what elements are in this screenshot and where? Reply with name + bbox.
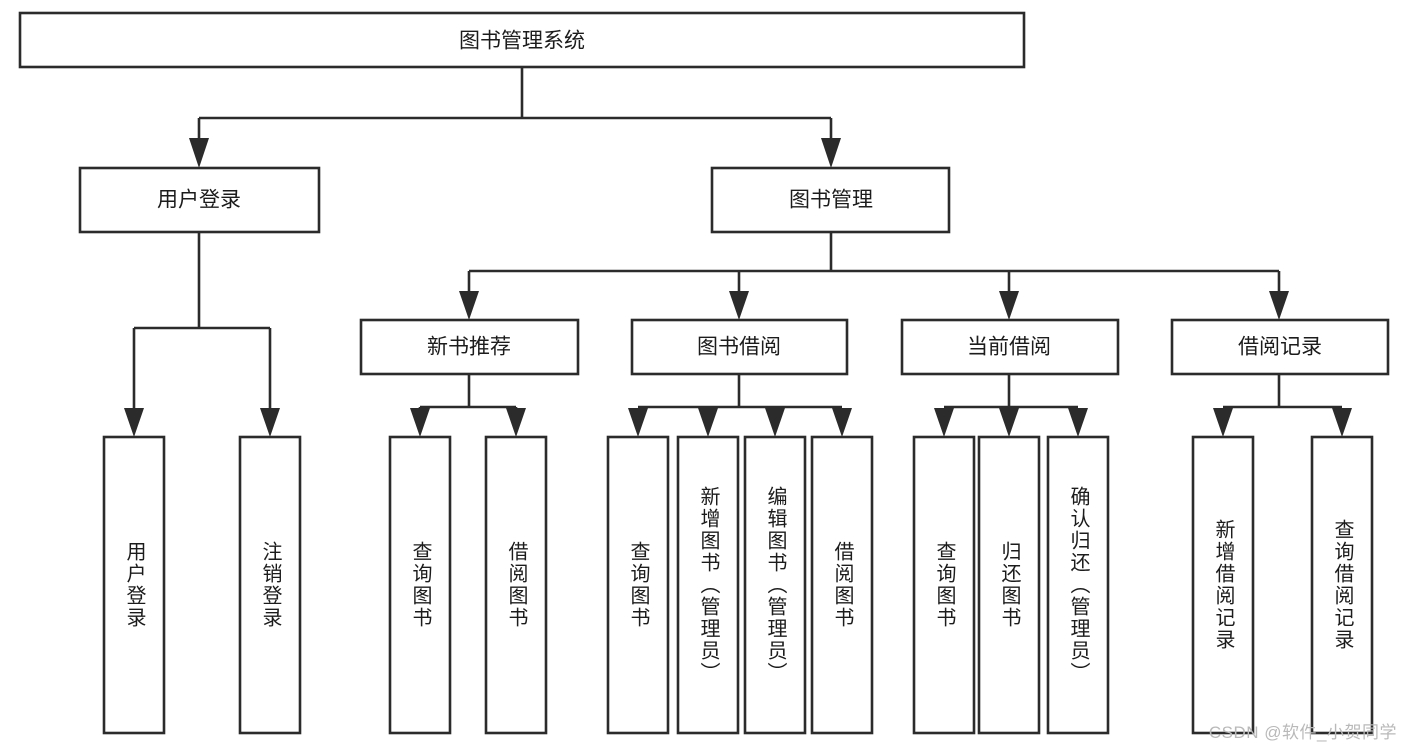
node-current-borrow-label: 当前借阅 [967, 336, 1051, 359]
leaf-box-book-borrow-3[interactable] [743, 435, 807, 735]
leaf-boxes [102, 435, 1374, 735]
arrow-head-userlogin-leaf1 [124, 408, 144, 437]
node-book-management-box[interactable] [710, 166, 951, 234]
arrow-head-bookborrow-l3 [765, 408, 785, 437]
arrow-head-borrowrecord-l1 [1213, 408, 1233, 437]
leaf-box-borrow-record-2[interactable] [1310, 435, 1374, 735]
leaf-box-current-borrow-1[interactable] [912, 435, 976, 735]
arrow-head-userlogin-leaf2 [260, 408, 280, 437]
node-new-book-recommend[interactable]: 新书推荐 [359, 318, 580, 376]
node-new-book-recommend-label: 新书推荐 [427, 336, 511, 359]
node-borrow-record-box[interactable] [1170, 318, 1390, 376]
leaf-box-user-login-2[interactable] [238, 435, 302, 735]
arrow-head-currentborrow-l3 [1068, 408, 1088, 437]
node-book-management[interactable]: 图书管理 [710, 166, 951, 234]
arrow-head-bookborrow-l2 [698, 408, 718, 437]
node-user-login-box[interactable] [78, 166, 321, 234]
arrow-head-currentborrow-l2 [999, 408, 1019, 437]
node-book-borrow-label: 图书借阅 [697, 336, 781, 359]
arrow-head-newbook-l2 [506, 408, 526, 437]
arrow-head-bookmgmt [821, 138, 841, 168]
node-user-login-label: 用户登录 [157, 189, 241, 212]
node-borrow-record[interactable]: 借阅记录 [1170, 318, 1390, 376]
arrow-head-bookborrow [729, 291, 749, 320]
watermark-text: CSDN @软件_小贺同学 [1208, 723, 1397, 742]
leaf-box-current-borrow-3[interactable] [1046, 435, 1110, 735]
connectors [124, 67, 1352, 437]
node-book-borrow[interactable]: 图书借阅 [630, 318, 849, 376]
node-book-borrow-box[interactable] [630, 318, 849, 376]
arrow-head-userlogin [189, 138, 209, 168]
leaf-box-new-book-1[interactable] [388, 435, 452, 735]
arrow-head-bookborrow-l4 [832, 408, 852, 437]
node-current-borrow[interactable]: 当前借阅 [900, 318, 1120, 376]
node-book-management-label: 图书管理 [789, 189, 873, 212]
arrow-head-borrowrecord [1269, 291, 1289, 320]
arrow-head-borrowrecord-l2 [1332, 408, 1352, 437]
leaf-box-book-borrow-4[interactable] [810, 435, 874, 735]
arrow-head-newbook-l1 [410, 408, 430, 437]
node-root-box[interactable] [18, 11, 1026, 69]
leaf-box-new-book-2[interactable] [484, 435, 548, 735]
node-current-borrow-box[interactable] [900, 318, 1120, 376]
arrow-head-bookborrow-l1 [628, 408, 648, 437]
node-root[interactable]: 图书管理系统 [18, 11, 1026, 69]
node-user-login[interactable]: 用户登录 [78, 166, 321, 234]
leaf-box-user-login-1[interactable] [102, 435, 166, 735]
node-borrow-record-label: 借阅记录 [1238, 336, 1322, 359]
leaf-box-current-borrow-2[interactable] [977, 435, 1041, 735]
leaf-box-book-borrow-1[interactable] [606, 435, 670, 735]
leaf-box-borrow-record-1[interactable] [1191, 435, 1255, 735]
node-new-book-recommend-box[interactable] [359, 318, 580, 376]
arrow-head-currentborrow-l1 [934, 408, 954, 437]
node-root-label: 图书管理系统 [459, 30, 585, 53]
leaf-box-book-borrow-2[interactable] [676, 435, 740, 735]
arrow-head-newbook [459, 291, 479, 320]
arrow-head-currentborrow [999, 291, 1019, 320]
